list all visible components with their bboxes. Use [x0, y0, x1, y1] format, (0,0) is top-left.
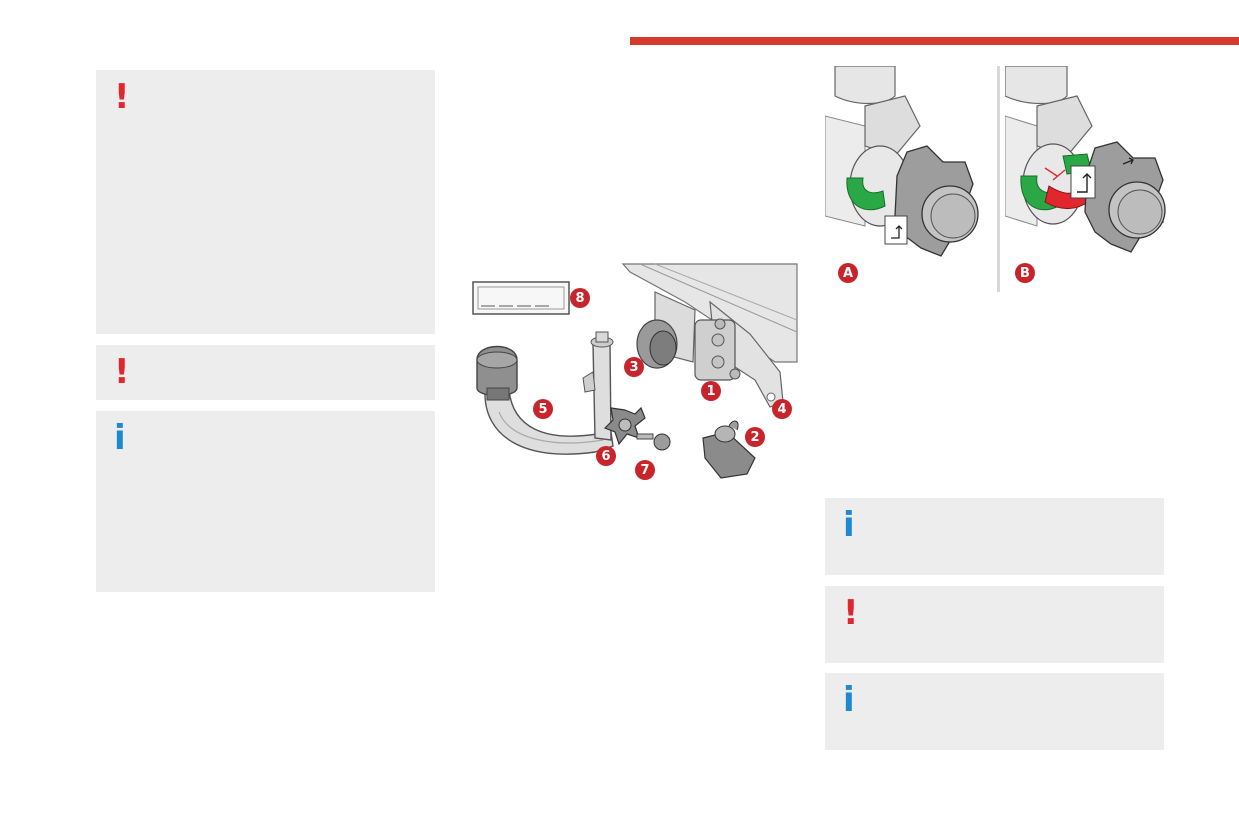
info-box-1: i: [96, 411, 435, 592]
info-icon: i: [114, 418, 126, 458]
info-box-2: i: [825, 498, 1164, 575]
label-b: B: [1015, 263, 1035, 283]
callout-6: 6: [596, 446, 616, 466]
towbar-diagram: [472, 263, 798, 479]
warning-box-1: !: [96, 70, 435, 334]
exclamation-icon: !: [114, 77, 130, 117]
exclamation-icon: !: [843, 593, 859, 633]
locking-knob-illustration: [603, 406, 646, 446]
view-divider: [997, 66, 1000, 292]
key-illustration: [636, 433, 671, 451]
exclamation-icon: !: [114, 352, 130, 392]
callout-4: 4: [772, 399, 792, 419]
callout-2: 2: [745, 427, 765, 447]
info-icon: i: [843, 505, 855, 545]
info-box-3: i: [825, 673, 1164, 750]
warning-box-3: !: [825, 586, 1164, 663]
socket-cap-illustration: [636, 319, 678, 369]
detail-view-a: [825, 66, 993, 260]
detail-view-b: [1005, 66, 1173, 260]
info-icon: i: [843, 680, 855, 720]
towball-illustration: [476, 331, 614, 455]
callout-7: 7: [635, 460, 655, 480]
callout-3: 3: [624, 357, 644, 377]
callout-5: 5: [533, 399, 553, 419]
label-a: A: [838, 263, 858, 283]
clamp-illustration: [702, 420, 756, 479]
reminder-label-illustration: [472, 281, 570, 315]
warning-box-2: !: [96, 345, 435, 400]
header-rule: [630, 37, 1239, 45]
callout-8: 8: [570, 288, 590, 308]
callout-1: 1: [701, 381, 721, 401]
